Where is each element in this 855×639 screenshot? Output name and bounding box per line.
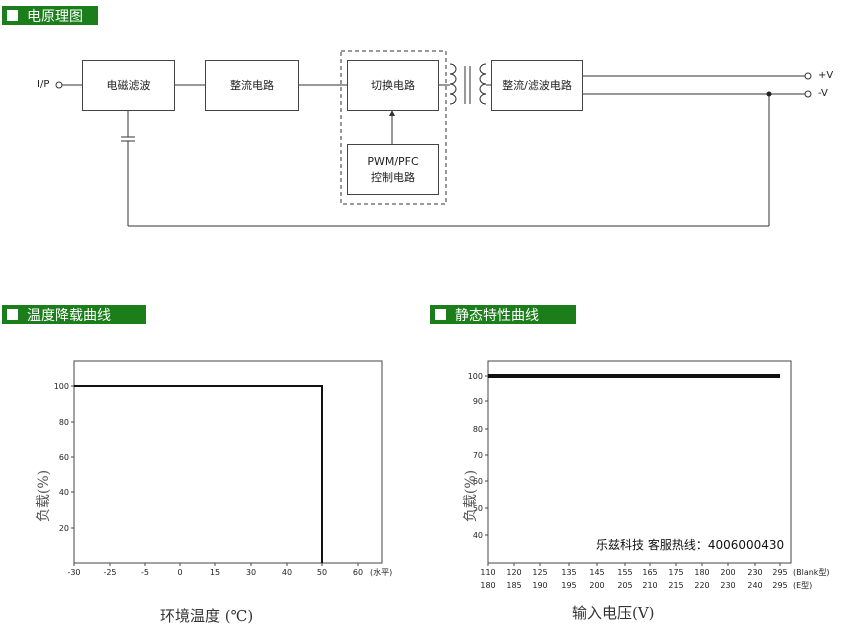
- schematic-section-title: 电原理图: [27, 8, 83, 25]
- switching-label: 切换电路: [371, 78, 415, 92]
- static-y-tick-label: 60: [473, 477, 483, 486]
- derating-series-line: [74, 385, 323, 563]
- emi-filter-label: 电磁滤波: [106, 78, 151, 92]
- derating-y-tick-label: 20: [59, 524, 69, 533]
- static-x-tick-label-row1: 110: [480, 568, 495, 577]
- static-x-tick-label-row2: 240: [747, 581, 762, 590]
- static-plot-frame: [487, 360, 792, 564]
- static-y-axis-title: 负载(%): [463, 469, 479, 523]
- static-x-tick-label-row1: 125: [532, 568, 547, 577]
- static-x-tick-label-row2: 180: [480, 581, 495, 590]
- static-x-tick-label-row1: 120: [506, 568, 521, 577]
- header-square-icon: [7, 309, 18, 320]
- output-rectifier-block: 整流/滤波电路: [491, 60, 583, 111]
- derating-x-axis-title: 环境温度 (℃): [160, 607, 254, 625]
- static-x-tick-label-row2: 220: [694, 581, 709, 590]
- static-y-tick-label: 80: [473, 425, 483, 434]
- derating-x-tick-label: -25: [103, 568, 116, 577]
- static-x-tick-label-row1: 200: [720, 568, 735, 577]
- static-y-tick-label: 50: [473, 504, 483, 513]
- static-x-tick-label-row2: 190: [532, 581, 547, 590]
- derating-y-tick-label: 60: [59, 453, 69, 462]
- derating-x-tick-label: 40: [282, 568, 292, 577]
- static-x-tick-label-row1: 155: [617, 568, 632, 577]
- static-x-tick-label-row1: 175: [668, 568, 683, 577]
- static-y-tick-label: 90: [473, 397, 483, 406]
- static-x-tick-label-row2: 295: [772, 581, 787, 590]
- static-x-tick-label-row1: 180: [694, 568, 709, 577]
- static-x-tick-label-row2: 210: [642, 581, 657, 590]
- service-hotline: 乐兹科技 客服热线：4006000430: [596, 538, 785, 552]
- derating-x-tick-label: 15: [210, 568, 220, 577]
- static-x-tick-label-row1: 135: [561, 568, 576, 577]
- static-x-tick-label-row1: 165: [642, 568, 657, 577]
- static-x-tick-label-row2: 195: [561, 581, 576, 590]
- derating-x-tick-suffix: (水平): [370, 567, 392, 577]
- pwm-label-line2: 控制电路: [371, 170, 415, 184]
- output-rectifier-label: 整流/滤波电路: [502, 78, 572, 92]
- static-section-header: 静态特性曲线: [430, 305, 576, 324]
- static-x-axis-title: 输入电压(V): [572, 604, 655, 622]
- output-neg-terminal: [804, 90, 812, 98]
- derating-y-tick-label: 100: [54, 382, 69, 391]
- pwm-control-block: PWM/PFC 控制电路: [347, 144, 439, 195]
- derating-x-tick-label: -30: [67, 568, 80, 577]
- static-y-tick-label: 70: [473, 451, 483, 460]
- derating-section-title: 温度降载曲线: [27, 307, 111, 324]
- derating-x-tick-label: 50: [317, 568, 327, 577]
- output-neg-label: -V: [818, 88, 828, 99]
- emi-filter-block: 电磁滤波: [82, 60, 175, 111]
- static-x-tick-label-row2: 215: [668, 581, 683, 590]
- static-row2-suffix: (E型): [793, 581, 812, 590]
- input-label: I/P: [37, 79, 50, 90]
- derating-x-tick-label: -5: [141, 568, 149, 577]
- static-x-tick-label-row1: 145: [589, 568, 604, 577]
- derating-y-tick-label: 80: [59, 418, 69, 427]
- static-row1-suffix: (Blank型): [793, 568, 830, 577]
- derating-x-tick-label: 0: [177, 568, 182, 577]
- static-x-tick-label-row2: 185: [506, 581, 521, 590]
- header-square-icon: [435, 309, 446, 320]
- switching-block: 切换电路: [347, 60, 439, 111]
- static-x-tick-label-row1: 295: [772, 568, 787, 577]
- static-y-tick-label: 40: [473, 531, 483, 540]
- rectifier-block: 整流电路: [205, 60, 299, 111]
- static-x-tick-label-row2: 230: [720, 581, 735, 590]
- static-y-tick-label: 100: [468, 372, 483, 381]
- derating-plot-frame: [73, 360, 383, 564]
- schematic-section-header: 电原理图: [2, 6, 98, 25]
- output-pos-label: +V: [818, 70, 834, 81]
- output-pos-terminal: [804, 72, 812, 80]
- static-x-tick-label-row2: 200: [589, 581, 604, 590]
- rectifier-label: 整流电路: [230, 78, 274, 92]
- derating-section-header: 温度降载曲线: [2, 305, 146, 324]
- pwm-label-line1: PWM/PFC: [367, 154, 419, 168]
- derating-y-tick-label: 40: [59, 488, 69, 497]
- static-x-tick-label-row1: 230: [747, 568, 762, 577]
- static-section-title: 静态特性曲线: [455, 307, 539, 324]
- derating-x-tick-label: 60: [353, 568, 363, 577]
- header-square-icon: [7, 10, 18, 21]
- static-x-tick-label-row2: 205: [617, 581, 632, 590]
- derating-x-tick-label: 30: [246, 568, 256, 577]
